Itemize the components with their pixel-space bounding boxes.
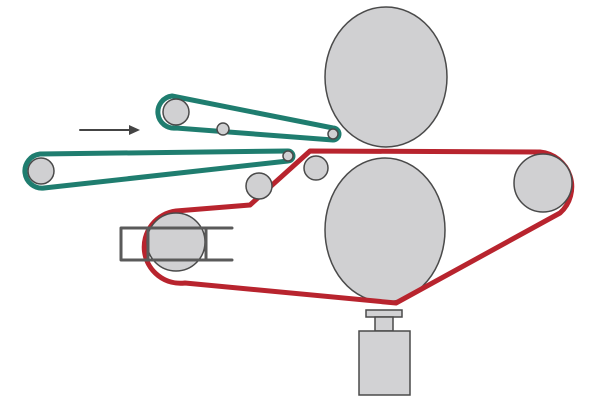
motor-body [358,330,411,396]
upper-belt-left-roller [162,98,190,126]
lower-belt-nose-roller [282,150,294,162]
roller-frame-bracket [119,226,234,262]
motor-shaft [374,316,394,332]
upper-belt-nose-roller [327,128,339,140]
arrow-right-icon [79,125,140,135]
small-idler-roller-lower [245,172,273,200]
lower-belt-left-roller [27,157,55,185]
drive-motor [358,309,411,396]
bottom-main-roller [324,157,446,303]
motor-flange-top [365,309,403,318]
feed-arrow-head [129,125,140,135]
teal-belt-upper [155,93,342,143]
right-tension-roller [513,153,573,213]
upper-belt-mid-roller [216,122,230,136]
small-idler-roller-upper [303,155,329,181]
left-guide-roller [146,212,206,272]
top-main-roller [324,6,448,148]
